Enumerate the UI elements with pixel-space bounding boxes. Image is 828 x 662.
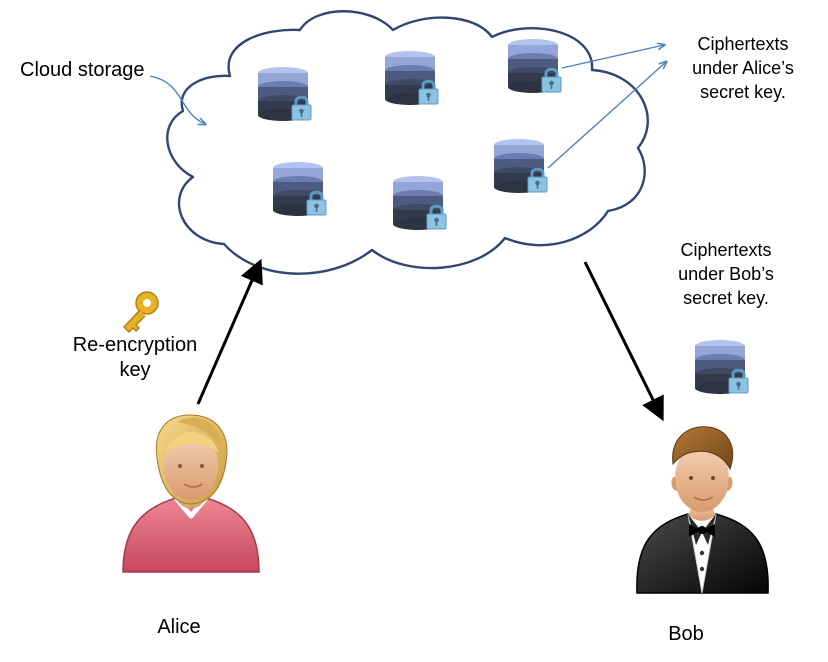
- alice-ciphertext-arrow-icon: [561, 45, 664, 69]
- lock-icon: [291, 95, 312, 121]
- alice-ciphertexts-label: Ciphertexts under Alice’s secret key.: [668, 32, 818, 104]
- bob-ciphertexts-line: secret key.: [683, 288, 769, 308]
- database-icon: [693, 338, 750, 396]
- male-user-tuxedo-icon: [636, 426, 769, 594]
- database-icon: [383, 49, 440, 107]
- upload-arrow-icon: [196, 258, 263, 405]
- female-user-icon: [122, 414, 260, 573]
- cloud-storage-label: Cloud storage: [20, 59, 145, 81]
- database-icon: [271, 160, 328, 218]
- reencryption-key-line: Re-encryption: [72, 334, 198, 356]
- alice-ciphertexts-line: Ciphertexts: [697, 34, 789, 54]
- download-arrow-icon: [583, 261, 664, 422]
- alice-label: Alice: [157, 616, 201, 638]
- alice-ciphertext-arrow-icon: [547, 62, 666, 169]
- bob-ciphertexts-label: Ciphertexts under Bob’s secret key.: [651, 238, 801, 310]
- cloud-storage-pointer-icon: [149, 75, 205, 124]
- database-icon: [258, 67, 312, 121]
- database-icon: [391, 174, 448, 232]
- bob-label: Bob: [668, 623, 704, 645]
- alice-ciphertexts-line: under Alice’s: [692, 58, 794, 78]
- bob-ciphertexts-line: Ciphertexts: [680, 240, 772, 260]
- alice-ciphertexts-line: secret key.: [700, 82, 786, 102]
- database-icon: [506, 37, 563, 95]
- key-icon: [123, 291, 159, 333]
- bob-ciphertexts-line: under Bob’s: [678, 264, 774, 284]
- database-icon: [492, 137, 549, 195]
- reencryption-key-line: key: [119, 359, 151, 381]
- reencryption-key-label: Re-encryption key: [60, 333, 210, 383]
